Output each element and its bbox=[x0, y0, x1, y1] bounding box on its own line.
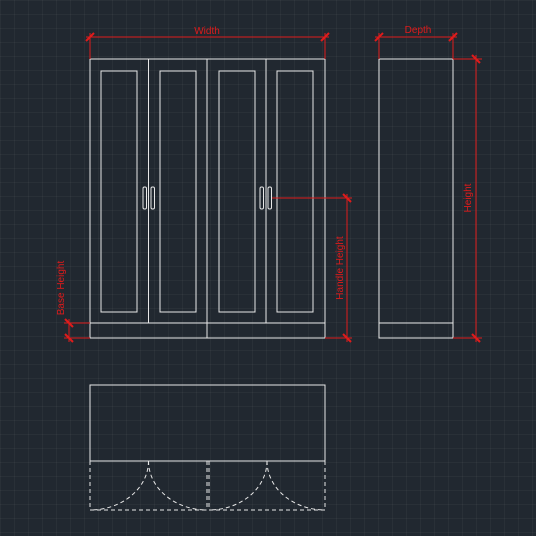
side-outline bbox=[378, 58, 454, 339]
base-height-dimension: Base Height bbox=[56, 261, 90, 343]
door-swing-arc-1 bbox=[89, 460, 149, 511]
door-swing-arc-2 bbox=[148, 460, 208, 511]
door-panel-1 bbox=[100, 70, 138, 313]
width-label: Width bbox=[194, 26, 220, 37]
height-dimension: Height bbox=[453, 54, 482, 343]
base-height-label: Base Height bbox=[56, 261, 67, 316]
door-handle-3 bbox=[259, 186, 264, 210]
door-swing-arc-4 bbox=[266, 460, 326, 511]
handle-height-dimension: Handle Height bbox=[272, 193, 352, 343]
door-handle-1 bbox=[142, 186, 147, 210]
handle-height-label: Handle Height bbox=[335, 236, 346, 300]
top-view bbox=[89, 384, 326, 511]
door-swing-arc-3 bbox=[208, 460, 268, 511]
height-label: Height bbox=[463, 183, 474, 212]
top-outline bbox=[89, 384, 326, 462]
door-panel-2 bbox=[159, 70, 197, 313]
door-panel-4 bbox=[276, 70, 314, 313]
depth-dimension: Depth bbox=[374, 25, 458, 59]
door-panel-3 bbox=[218, 70, 256, 313]
front-view bbox=[89, 58, 326, 339]
door-handle-4 bbox=[267, 186, 272, 210]
width-dimension: Width bbox=[85, 26, 330, 59]
side-view bbox=[378, 58, 454, 339]
door-handle-2 bbox=[150, 186, 155, 210]
depth-label: Depth bbox=[405, 25, 432, 36]
